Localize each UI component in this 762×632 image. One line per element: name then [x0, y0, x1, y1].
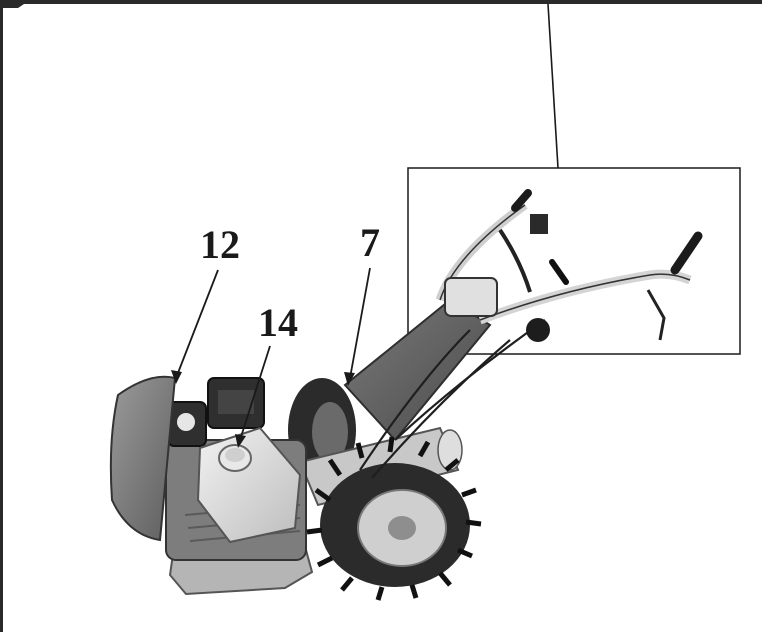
callout-arrowhead-7 [344, 372, 355, 386]
callout-12: 12 [171, 222, 240, 384]
callout-14: 14 [235, 300, 298, 448]
callout-arrowhead-12 [171, 370, 182, 384]
callout-arrow-14 [239, 345, 271, 441]
front-wheel [306, 436, 482, 601]
callout-arrow-12 [175, 269, 219, 379]
callout-label-12: 12 [200, 222, 240, 267]
callout-7: 7 [344, 220, 380, 386]
callout-arrow-7 [349, 267, 371, 379]
two-wheel-tractor-illustration [109, 189, 703, 601]
handlebar-detail-box [407, 167, 741, 355]
fuel-tank [196, 426, 302, 544]
detail-leader-line [547, 3, 559, 169]
handlebars [435, 189, 703, 342]
callout-label-7: 7 [360, 220, 380, 265]
front-shield [109, 375, 177, 542]
callout-label-14: 14 [258, 300, 298, 345]
callout-arrowhead-14 [235, 434, 246, 448]
